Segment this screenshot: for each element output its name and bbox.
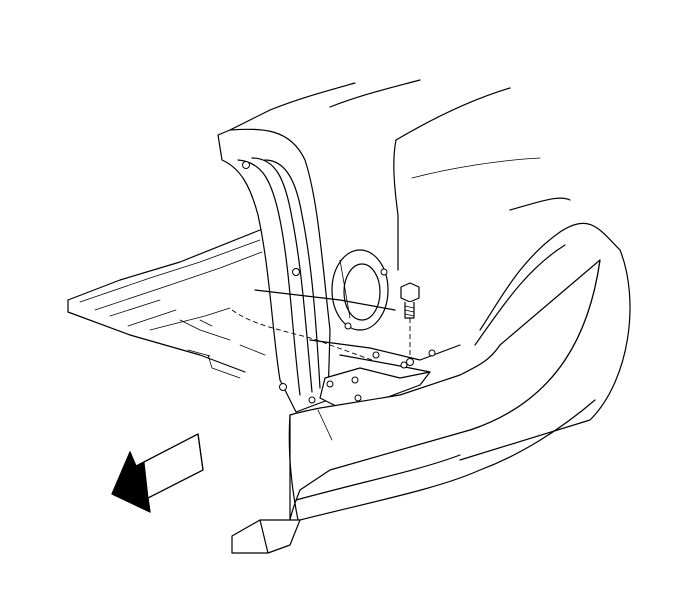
cab-body <box>229 79 571 271</box>
wheel-house-panel <box>217 128 331 413</box>
bed-side-lower <box>231 259 601 554</box>
front-arrow-icon <box>111 433 204 513</box>
bed-floor <box>67 227 266 379</box>
fuel-filler-housing <box>331 249 389 331</box>
bolt-icon <box>400 282 420 366</box>
